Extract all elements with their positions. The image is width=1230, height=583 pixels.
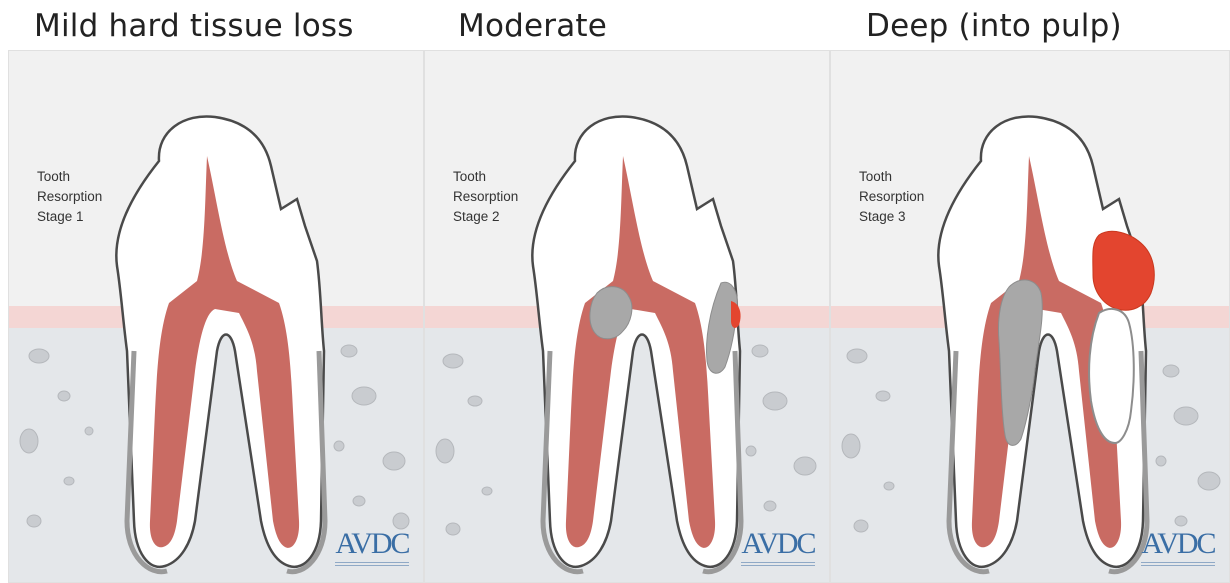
avdc-logo-3: AVDC — [1141, 529, 1215, 566]
heading-mild: Mild hard tissue loss — [34, 8, 354, 44]
avdc-logo-3-text: AVDC — [1141, 529, 1215, 559]
avdc-logo-2: AVDC — [741, 529, 815, 566]
avdc-logo-1-rule — [335, 562, 409, 566]
avdc-logo-2-text: AVDC — [741, 529, 815, 559]
stage-3-label-line-3: Stage 3 — [859, 207, 979, 227]
stage-1-label-line-1: Tooth — [37, 167, 157, 187]
stage-3-label: Tooth Resorption Stage 3 — [859, 167, 979, 227]
stage-2-panel: Tooth Resorption Stage 2 AVDC — [424, 50, 830, 583]
heading-deep: Deep (into pulp) — [866, 8, 1122, 44]
stage-3-label-line-2: Resorption — [859, 187, 979, 207]
stage-2-label-line-2: Resorption — [453, 187, 573, 207]
stage-1-panel: Tooth Resorption Stage 1 AVDC — [8, 50, 424, 583]
stage-2-label: Tooth Resorption Stage 2 — [453, 167, 573, 227]
stage-1-label-line-3: Stage 1 — [37, 207, 157, 227]
stage-1-label: Tooth Resorption Stage 1 — [37, 167, 157, 227]
stage-3-illustration — [831, 51, 1230, 583]
stage-2-label-line-3: Stage 2 — [453, 207, 573, 227]
avdc-logo-1: AVDC — [335, 529, 409, 566]
avdc-logo-2-rule — [741, 562, 815, 566]
heading-moderate: Moderate — [458, 8, 607, 44]
stage-3-panel: Tooth Resorption Stage 3 AVDC — [830, 50, 1230, 583]
stage-3-label-line-1: Tooth — [859, 167, 979, 187]
stage-1-illustration — [9, 51, 424, 583]
avdc-logo-1-text: AVDC — [335, 529, 409, 559]
avdc-logo-3-rule — [1141, 562, 1215, 566]
stage-2-illustration — [425, 51, 830, 583]
stage-1-label-line-2: Resorption — [37, 187, 157, 207]
stage-2-label-line-1: Tooth — [453, 167, 573, 187]
